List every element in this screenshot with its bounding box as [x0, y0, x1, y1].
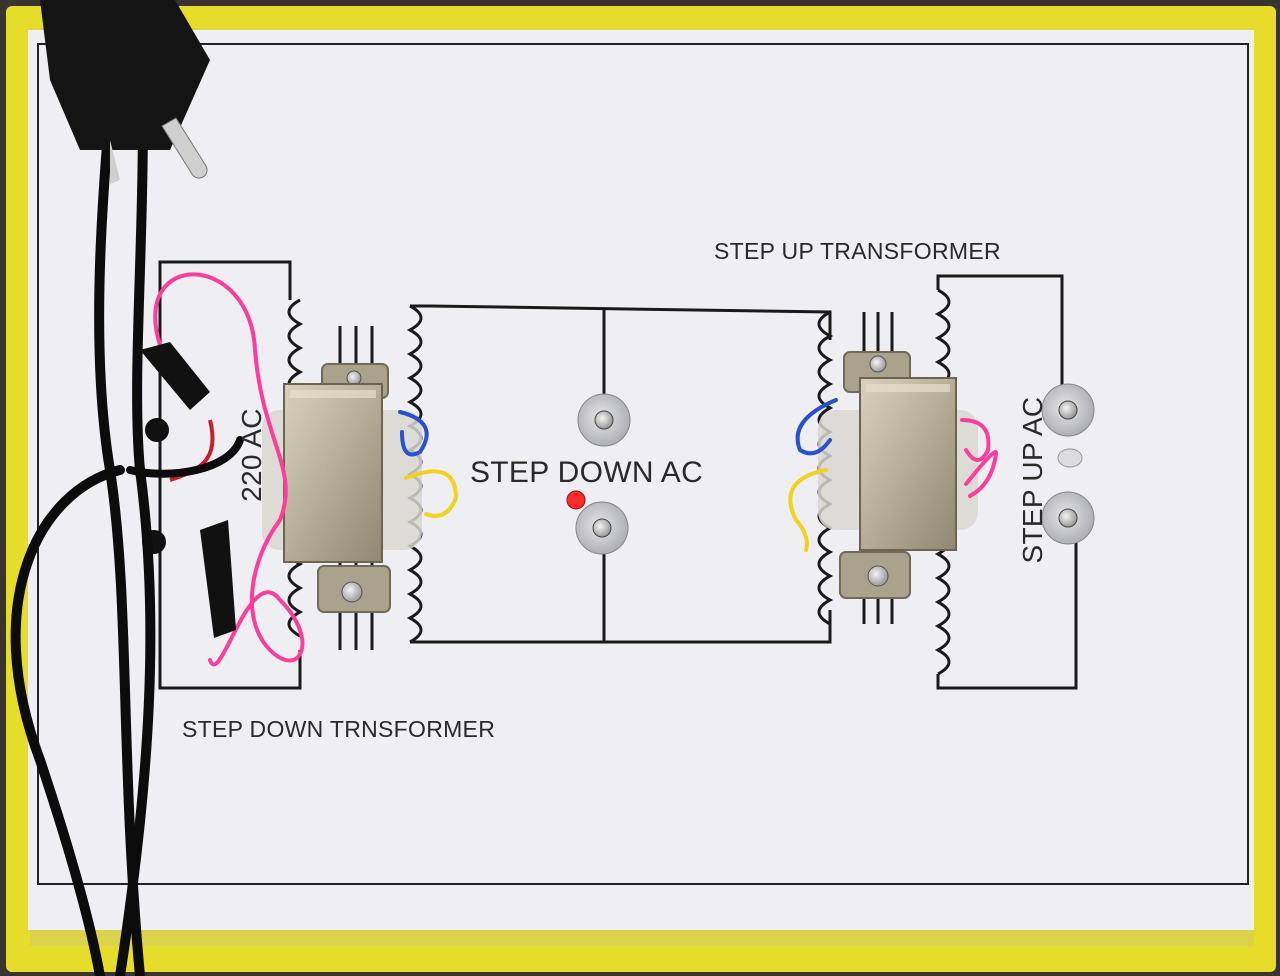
alligator-clip-bottom[interactable]: [200, 520, 236, 638]
stepdown-terminal-bottom[interactable]: [575, 501, 629, 555]
step-up-ac-label: STEP UP AC: [1017, 396, 1048, 564]
stepdown-terminal-top[interactable]: [577, 393, 631, 447]
power-plug: [40, 0, 210, 184]
step-down-ac-label: STEP DOWN AC: [470, 456, 704, 489]
power-cord: [10, 0, 244, 976]
input-socket-top[interactable]: [145, 418, 169, 442]
step-down-transformer-label: STEP DOWN TRNSFORMER: [182, 716, 496, 742]
stepup-led: [1057, 448, 1083, 468]
stepdown-core: [283, 383, 383, 563]
input-ac-label: 220 AC: [236, 408, 267, 502]
transformer-jumper-wires: [398, 398, 999, 552]
outer-frame-line: [37, 43, 1249, 885]
stepup-transformer: [818, 351, 978, 599]
stepup-core: [859, 377, 957, 551]
paper-sheet: [28, 30, 1254, 930]
stepup-terminal-top[interactable]: [1041, 383, 1095, 437]
alligator-clip-top[interactable]: [140, 342, 210, 410]
stepdown-led: [566, 490, 586, 510]
pink-patch-wire: [153, 272, 305, 667]
stepdown-transformer: [262, 363, 422, 613]
stepup-terminal-bottom[interactable]: [1041, 491, 1095, 545]
step-up-transformer-label: STEP UP TRANSFORMER: [714, 238, 1001, 264]
red-lead-wire: [169, 419, 215, 482]
